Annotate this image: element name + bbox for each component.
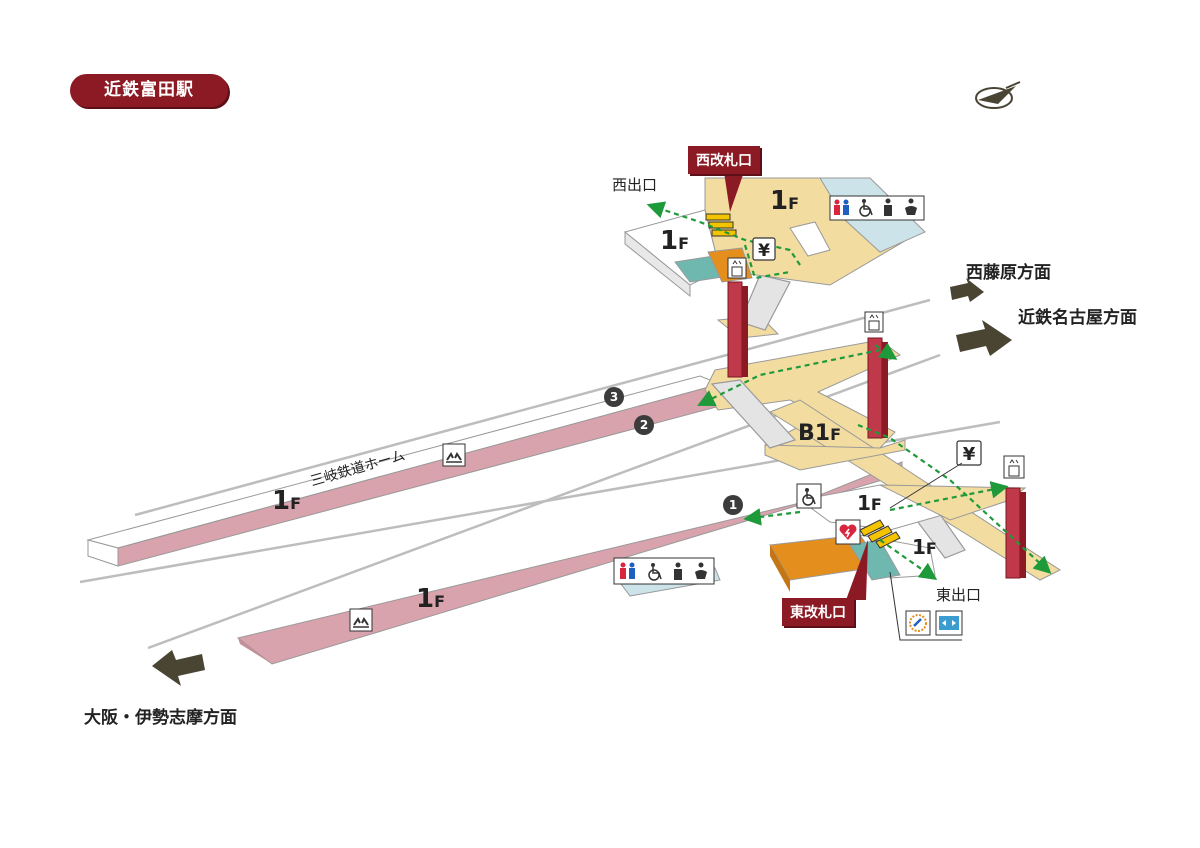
route-platform-1 <box>743 508 801 526</box>
arrow-nishifujiwara <box>950 278 984 302</box>
direction-nishifujiwara: 西藤原方面 <box>966 263 1051 283</box>
route-center-elevator <box>874 342 898 360</box>
wheelchair-icon <box>859 199 873 217</box>
east-gate-pointer <box>846 540 868 600</box>
ticket-machine-icon <box>752 237 776 261</box>
floor-label-east-upper: 1F <box>857 491 882 515</box>
west-facility-icons <box>829 195 925 221</box>
aed-icon <box>835 519 861 545</box>
ticket-gates <box>705 213 901 549</box>
platform-1-badge <box>723 495 743 515</box>
elevator-shaft-west <box>727 281 743 378</box>
stairs <box>710 274 966 559</box>
floor-label-east-lower: 1F <box>912 535 937 559</box>
route-west-exit <box>646 201 801 266</box>
elevator-shafts <box>727 281 1026 579</box>
elevator-icon <box>1003 455 1025 479</box>
floor-label-west-lower: 1F <box>660 226 690 256</box>
track-line <box>134 298 931 517</box>
leader-lines <box>889 462 963 641</box>
yen-east-leader <box>889 462 963 509</box>
direction-arrows <box>152 278 1012 686</box>
route-b1-east <box>857 423 1052 574</box>
yen-icon: ¥ <box>758 241 770 261</box>
platform-2-number: 2 <box>640 418 648 432</box>
accessible-routes <box>646 201 1052 581</box>
transfer-icon <box>935 610 963 636</box>
stair-platform <box>710 379 797 449</box>
east-gate-label: 東改札口 <box>782 598 854 626</box>
ticket-machine-icon <box>956 440 982 466</box>
platform-facility-icons <box>613 557 715 585</box>
east-gate-bar <box>859 519 885 537</box>
arrow-osaka-ise <box>152 650 205 686</box>
platform-1-number: 1 <box>729 498 737 512</box>
waiting-room-icon <box>442 443 466 467</box>
gate-pointers <box>724 172 868 600</box>
wheelchair-icon <box>648 563 662 581</box>
east-exit-leader <box>889 571 962 641</box>
ic-card-icon <box>905 610 931 636</box>
west-gate-bar <box>705 213 731 221</box>
east-exit-label: 東出口 <box>936 586 982 604</box>
ostomate-icon <box>674 562 682 580</box>
restroom-icon <box>834 199 849 215</box>
platform-2-badge <box>634 415 654 435</box>
route-platform-3 <box>697 348 881 407</box>
platform-3-number: 3 <box>610 390 618 404</box>
floor-label-west-upper: 1F <box>770 186 800 216</box>
platform-3-badge <box>604 387 624 407</box>
baby-icon <box>695 562 707 579</box>
floor-label-sangi-platform: 1F <box>272 486 302 516</box>
west-gate-label: 西改札口 <box>688 146 760 174</box>
elevator-icon <box>864 311 884 333</box>
east-gate-bar <box>867 525 893 543</box>
yen-icon: ¥ <box>963 444 976 465</box>
direction-osaka-ise: 大阪・伊勢志摩方面 <box>84 708 237 728</box>
east-gate-bar <box>875 531 901 549</box>
wheelchair-icon <box>796 483 822 509</box>
west-gate-bar <box>711 229 737 237</box>
west-stairwell <box>789 221 831 257</box>
baby-icon <box>905 198 917 215</box>
route-west-elevator <box>743 244 791 280</box>
ostomate-icon <box>884 198 892 216</box>
direction-kintetsu-nagoya: 近鉄名古屋方面 <box>1018 308 1137 328</box>
platform-number-badges: 3 2 1 <box>604 387 743 515</box>
station-name-badge: 近鉄富田駅 <box>70 74 228 107</box>
platform-sangi <box>86 375 736 567</box>
elevator-icon <box>727 257 747 279</box>
elevator-shaft-east <box>1005 487 1021 579</box>
west-gate-bar <box>708 221 734 229</box>
route-east-exit <box>879 539 938 581</box>
route-east-upper <box>889 481 1009 512</box>
icons: ¥ ¥ <box>349 195 1025 636</box>
arrow-kintetsu-nagoya <box>956 320 1012 356</box>
floor-label-b1: B1F <box>798 421 842 446</box>
restroom-icon <box>620 562 635 579</box>
west-gate-pointer <box>724 172 744 212</box>
floor-label-kintetsu-platform: 1F <box>416 584 446 614</box>
compass-icon <box>975 81 1021 109</box>
west-exit-label: 西出口 <box>612 176 658 194</box>
waiting-room-icon <box>349 608 373 632</box>
